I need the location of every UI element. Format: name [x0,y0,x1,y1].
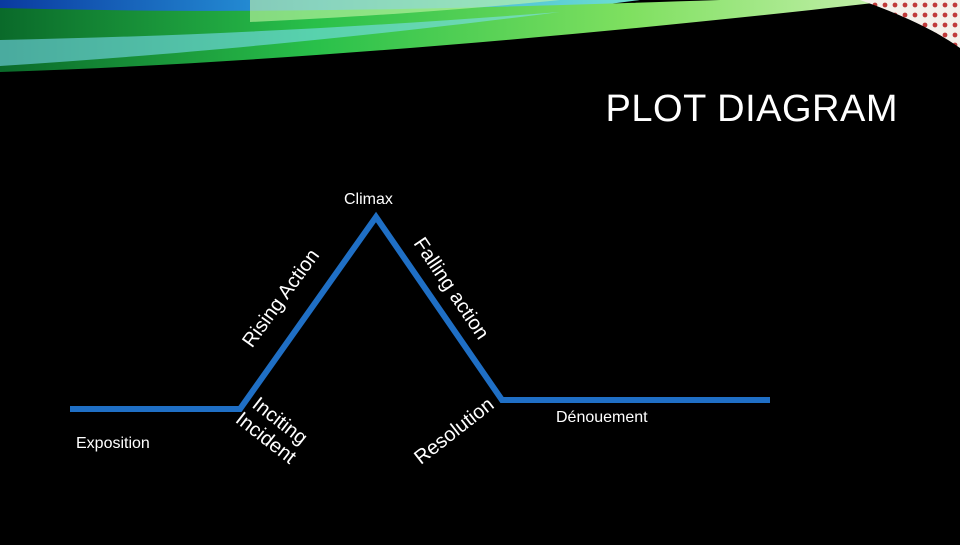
slide-title: PLOT DIAGRAM [606,88,898,131]
resolution-label: Resolution [410,394,498,470]
rising-action-label: Rising Action [238,245,324,351]
decorative-ribbon-banner [0,0,960,72]
exposition-label: Exposition [76,435,150,453]
climax-label: Climax [344,191,393,209]
denouement-label: Dénouement [556,409,648,427]
